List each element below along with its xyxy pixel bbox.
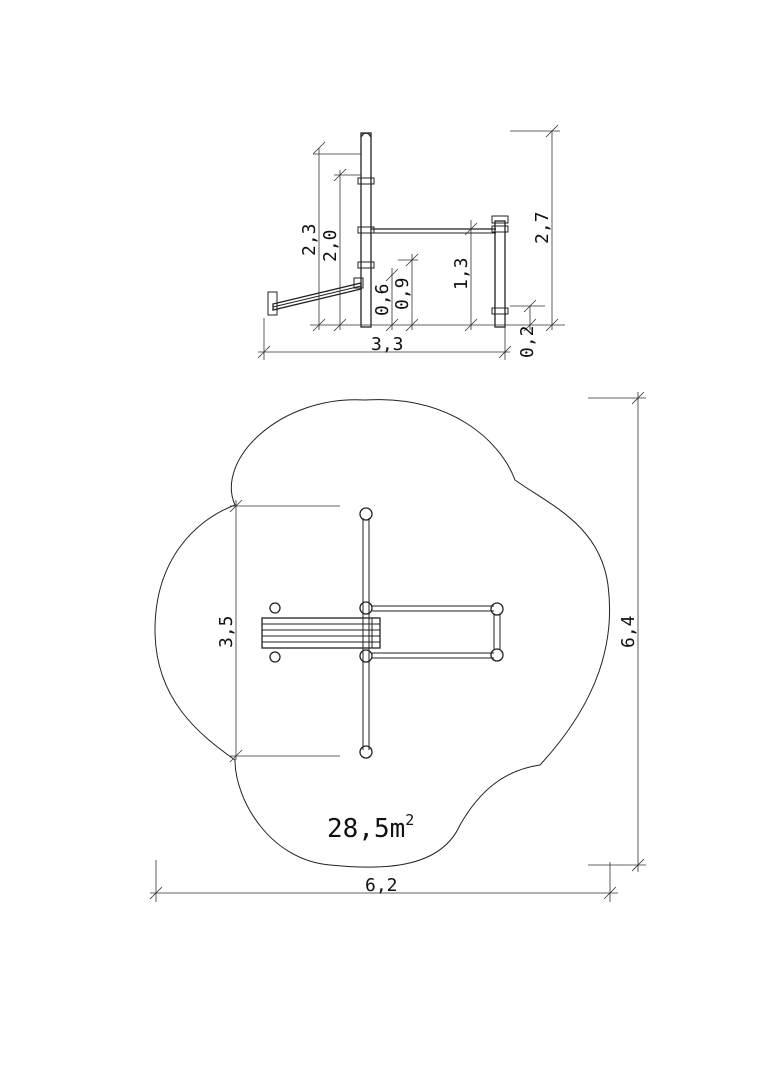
area-label: 28,5m2 [327, 811, 414, 844]
dim-label-3-5: 3,5 [216, 615, 237, 648]
bar-frame [372, 602, 504, 662]
vertical-dimension-lines [310, 124, 565, 332]
side-width-dimension [257, 318, 512, 360]
dim-label-0-2: 0,2 [517, 325, 538, 358]
dim-label-2-0: 2,0 [320, 229, 341, 262]
bench [261, 602, 381, 663]
dim-label-0-9: 0,9 [392, 277, 413, 310]
center-beam [359, 507, 373, 759]
tall-post [357, 132, 375, 328]
area-superscript: 2 [405, 811, 414, 829]
side-elevation: 2,3 2,0 0,6 0,9 1,3 2,7 0,2 3,3 [257, 124, 565, 360]
dim-label-1-3: 1,3 [451, 257, 472, 290]
dim-label-2-7: 2,7 [532, 211, 553, 244]
horizontal-bar [371, 228, 496, 234]
safety-area-outline [154, 399, 611, 868]
dim-label-6-2: 6,2 [365, 875, 398, 896]
plan-width-dimension [149, 860, 618, 902]
dim-label-3-3: 3,3 [371, 334, 404, 355]
area-value: 28,5m [327, 814, 405, 844]
dim-label-2-3: 2,3 [299, 223, 320, 256]
sloped-board [267, 277, 364, 316]
dim-label-0-6: 0,6 [372, 283, 393, 316]
plan-depth-dimension [229, 499, 340, 763]
plan-view: 3,5 6,4 6,2 28,5m2 [149, 391, 646, 902]
short-post [491, 215, 509, 328]
dim-label-6-4: 6,4 [618, 615, 639, 648]
plan-height-dimension [588, 391, 646, 872]
